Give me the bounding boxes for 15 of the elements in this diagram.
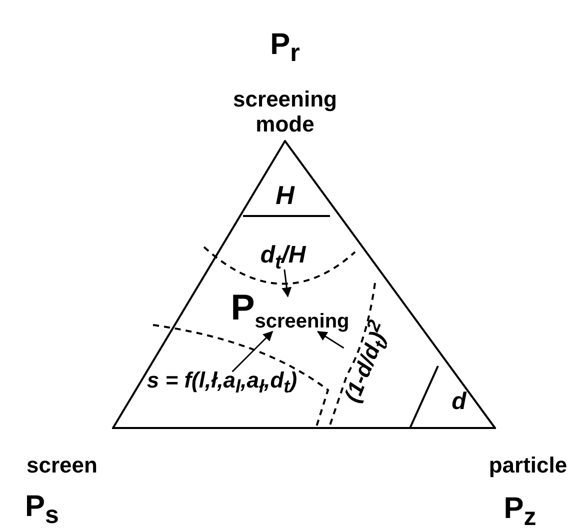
triangle-outline [112,140,496,429]
formula-label: d [452,388,466,416]
corner-label: particle [488,452,568,478]
corner-label: screen [26,452,98,478]
arrow [282,269,292,298]
vertex-label: P$_{r}$ [270,28,300,68]
arrow [317,330,344,349]
corner-label: screening mode [232,86,338,138]
formula-label: d$_{t}$/H [260,242,306,274]
vertex-label: P$_{s}$ [25,490,59,529]
formula-label: s = f(l,ł,a$_{l}$,a$_{ł}$,d$_{t}$) [137,367,307,397]
output-label: P$_{screening}$ [230,286,350,334]
vertex-label: P$_{z}$ [504,492,536,529]
arrow [232,330,274,372]
formula-label: H [276,181,294,211]
